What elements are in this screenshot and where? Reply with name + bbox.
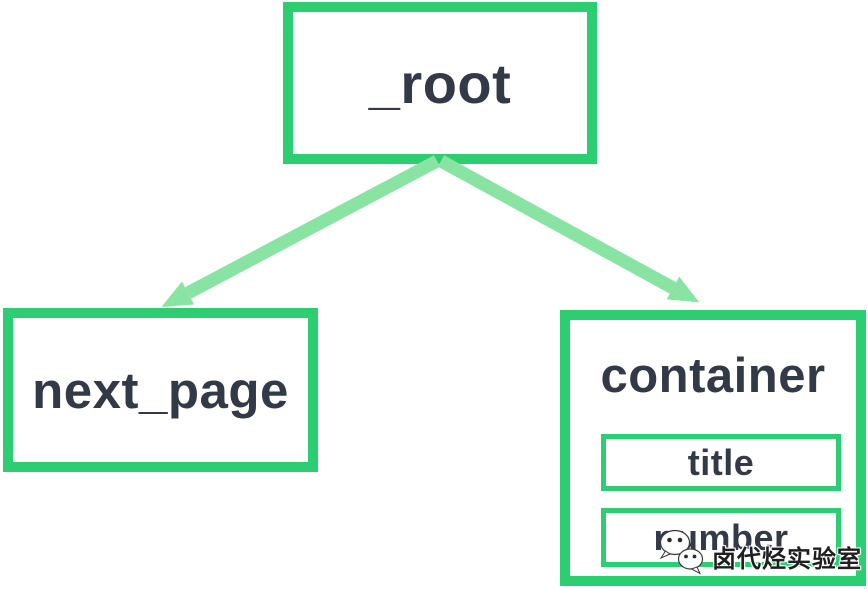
node-root[interactable]: _root <box>283 2 597 164</box>
node-title[interactable]: title <box>601 434 841 491</box>
node-next-page-label: next_page <box>32 361 289 419</box>
node-container[interactable] <box>560 310 866 586</box>
edge-root-to-container <box>437 155 700 303</box>
node-root-label: _root <box>368 51 512 115</box>
edge-root-to-next-page <box>161 155 441 308</box>
node-container-header: container <box>560 320 866 432</box>
watermark: 卤代烃实验室 <box>650 528 862 576</box>
wechat-icon <box>659 529 704 575</box>
node-title-label: title <box>687 441 755 483</box>
node-next-page[interactable]: next_page <box>3 308 318 472</box>
watermark-text: 卤代烃实验室 <box>712 545 862 573</box>
node-container-label: container <box>600 349 826 403</box>
